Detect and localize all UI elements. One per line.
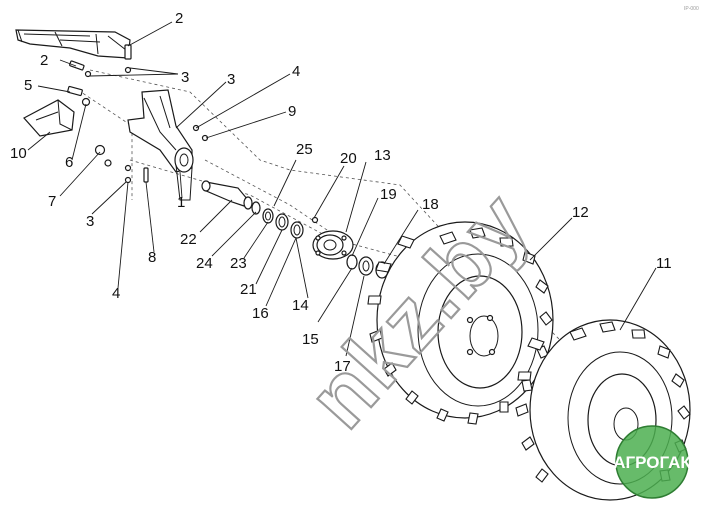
callout-6: 6: [65, 154, 73, 171]
callout-21: 21: [240, 281, 257, 298]
callout-5: 5: [24, 77, 32, 94]
callout-12: 12: [572, 204, 589, 221]
callout-17: 17: [334, 358, 351, 375]
wheel-part-12: [367, 221, 554, 425]
callout-4: 4: [292, 63, 300, 80]
callout-2: 2: [175, 10, 183, 27]
callout-8: 8: [148, 249, 156, 266]
callout-7: 7: [48, 193, 56, 210]
callout-20: 20: [340, 150, 357, 167]
main-bracket-part-1: [127, 89, 194, 201]
hardware-parts: [67, 44, 209, 184]
logo-badge: AГРОГАК: [613, 425, 691, 499]
callout-15: 15: [302, 331, 319, 348]
bearing-parts: [251, 201, 304, 239]
callout-22: 22: [180, 231, 197, 248]
callout-labels: 2 2 3 3 4 5 9 10 6 25 20 13 7 1 3 19 18 …: [10, 10, 672, 375]
callout-1: 1: [177, 194, 185, 211]
leader-lines: [27, 21, 657, 357]
callout-3: 3: [86, 213, 94, 230]
callout-11: 11: [656, 255, 672, 272]
hub-part-13: [311, 216, 354, 260]
callout-14: 14: [292, 297, 309, 314]
callout-9: 9: [288, 103, 296, 120]
callout-16: 16: [252, 305, 269, 322]
callout-4: 4: [112, 285, 120, 302]
callout-3: 3: [181, 69, 189, 86]
callout-10: 10: [10, 145, 27, 162]
axle-shaft-part-22: [201, 180, 253, 210]
frame-fragment: [15, 29, 131, 59]
bracket-part-10: [23, 99, 75, 137]
callout-13: 13: [374, 147, 391, 164]
callout-23: 23: [230, 255, 247, 272]
callout-18: 18: [422, 196, 439, 213]
callout-3: 3: [227, 71, 235, 88]
logo-badge-text: AГРОГАК: [613, 453, 691, 472]
callout-25: 25: [296, 141, 313, 158]
corner-mark: IP-000: [684, 6, 699, 12]
callout-2: 2: [40, 52, 48, 69]
callout-24: 24: [196, 255, 213, 272]
callout-19: 19: [380, 186, 397, 203]
